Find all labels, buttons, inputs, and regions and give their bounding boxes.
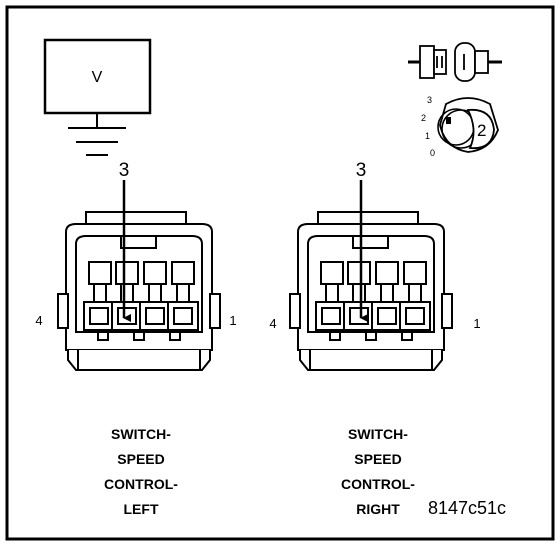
dial-position-3: 3 xyxy=(427,95,432,105)
caption-right-line-1: SWITCH- xyxy=(348,426,408,442)
dial-position-0: 0 xyxy=(430,148,435,158)
probe-pin-label-right: 3 xyxy=(356,160,367,181)
pin-1-label-right: 1 xyxy=(473,316,480,331)
dial-position-1: 1 xyxy=(425,131,430,141)
connector-left: 3 4 1 SWITCH- SPEED CONTROL- LEFT xyxy=(35,160,236,517)
caption-left-line-4: LEFT xyxy=(124,501,159,517)
pin-1-label-left: 1 xyxy=(229,313,236,328)
ground-icon xyxy=(68,113,126,156)
caption-left: SWITCH- SPEED CONTROL- LEFT xyxy=(104,426,178,517)
ignition-switch-icon: 3 2 1 0 2 xyxy=(421,95,499,158)
probe-pin-label-left: 3 xyxy=(119,160,130,181)
connector-disconnected-icon xyxy=(408,42,502,82)
figure-frame xyxy=(5,5,555,541)
caption-right-line-4: RIGHT xyxy=(356,501,400,517)
caption-left-line-2: SPEED xyxy=(117,451,164,467)
figure-id: 8147c51c xyxy=(428,498,506,518)
caption-left-line-1: SWITCH- xyxy=(111,426,171,442)
voltmeter: V xyxy=(43,38,152,115)
dial-selected-position: 2 xyxy=(477,121,486,140)
pin-4-label-right: 4 xyxy=(269,316,276,331)
caption-right-line-2: SPEED xyxy=(354,451,401,467)
dial-position-2: 2 xyxy=(421,113,426,123)
connector-right: 3 4 1 SWITCH- SPEED CONTROL- RIGHT xyxy=(269,160,480,517)
caption-right: SWITCH- SPEED CONTROL- RIGHT xyxy=(341,426,415,517)
caption-right-line-3: CONTROL- xyxy=(341,476,415,492)
voltmeter-label: V xyxy=(92,69,103,86)
caption-left-line-3: CONTROL- xyxy=(104,476,178,492)
pin-4-label-left: 4 xyxy=(35,313,42,328)
